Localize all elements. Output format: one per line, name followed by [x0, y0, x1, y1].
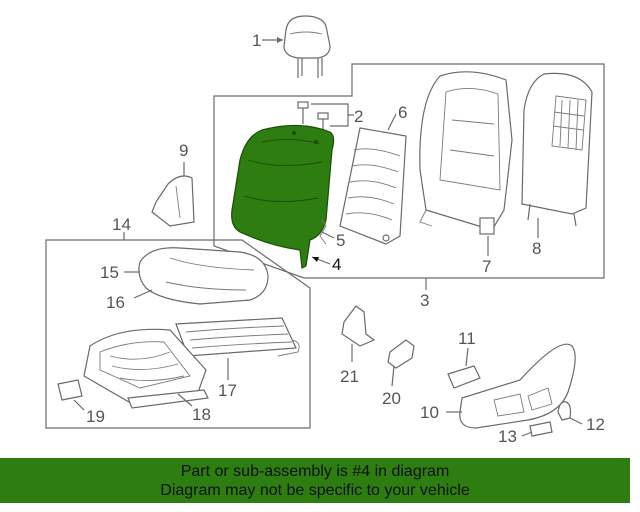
seat-cushion-spring-part[interactable]	[175, 317, 300, 357]
callout-20: 20	[382, 389, 401, 408]
callout-3: 3	[420, 291, 429, 310]
banner-line-2: Diagram may not be specific to your vehi…	[160, 482, 470, 499]
callout-21: 21	[340, 367, 359, 386]
seat-switch-part[interactable]	[447, 365, 481, 389]
seat-cushion-group-box	[45, 239, 311, 429]
side-cover-part[interactable]	[151, 175, 195, 227]
leader-19	[73, 399, 85, 411]
small-cover-part[interactable]	[57, 379, 83, 401]
callout-5: 5	[336, 231, 345, 250]
leader-5	[321, 231, 335, 239]
trim-part[interactable]	[529, 421, 553, 437]
knob-part[interactable]	[557, 401, 572, 421]
callout-19: 19	[86, 407, 105, 426]
leader-2	[311, 103, 354, 127]
seat-cushion-frame-part[interactable]	[83, 328, 209, 409]
leader-13	[521, 431, 533, 437]
callout-4: 4	[332, 255, 341, 274]
seat-back-board-part[interactable]	[521, 72, 593, 227]
callout-18: 18	[192, 405, 211, 424]
bracket-20-part[interactable]	[387, 339, 415, 369]
seat-back-cover-highlighted[interactable]	[231, 124, 335, 269]
callout-17: 17	[218, 381, 237, 400]
leader-11	[465, 347, 469, 367]
seat-cushion-part[interactable]	[138, 247, 269, 305]
side-shield-part[interactable]	[459, 343, 576, 429]
callout-14: 14	[112, 215, 131, 234]
leader-16	[133, 289, 153, 299]
callout-2: 2	[354, 107, 363, 126]
callout-15: 15	[100, 263, 119, 282]
info-banner: Part or sub-assembly is #4 in diagram Di…	[0, 458, 630, 503]
callout-9: 9	[179, 141, 188, 160]
leader-18	[177, 393, 193, 407]
leader-6	[387, 113, 397, 131]
callout-7: 7	[482, 257, 491, 276]
callout-8: 8	[532, 239, 541, 258]
seat-back-frame-part[interactable]	[419, 71, 513, 235]
leader-20	[391, 365, 395, 387]
bracket-part[interactable]	[341, 305, 376, 347]
callout-6: 6	[398, 103, 407, 122]
callout-13: 13	[498, 427, 517, 446]
callout-1: 1	[252, 31, 261, 50]
headrest-part[interactable]	[283, 15, 331, 78]
callout-11: 11	[458, 329, 476, 348]
callout-16: 16	[106, 293, 125, 312]
banner-line-1: Part or sub-assembly is #4 in diagram	[180, 463, 450, 480]
seat-back-pad-part[interactable]	[319, 219, 327, 245]
callout-10: 10	[420, 403, 439, 422]
callout-12: 12	[586, 415, 605, 434]
seat-back-spring-part[interactable]	[339, 127, 407, 245]
leader-12	[569, 417, 583, 425]
